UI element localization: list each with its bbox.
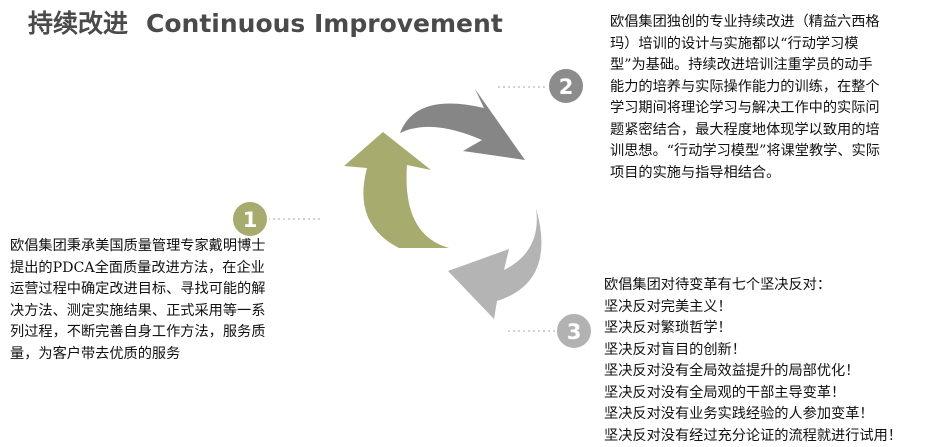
principle-item: 坚决反对完美主义！ (604, 297, 942, 319)
principle-item: 坚决反对繁琐哲学！ (604, 318, 942, 340)
step-badge-2: 2 (548, 68, 584, 104)
step-badge-1: 1 (232, 201, 268, 237)
cycle-arrow-olive (344, 132, 449, 248)
cycle-arrow-dark-gray (400, 89, 525, 160)
step-badge-3: 3 (556, 313, 592, 349)
principle-item: 坚决反对没有全局效益提升的局部优化！ (604, 361, 942, 383)
step-number-3: 3 (567, 320, 582, 344)
cycle-arrow-light-gray (448, 208, 541, 319)
principle-item: 坚决反对没有全局观的干部主导变革！ (604, 383, 942, 405)
step-number-2: 2 (559, 75, 574, 99)
step-number-1: 1 (243, 208, 258, 232)
principle-item: 坚决反对没有业务实践经验的人参加变革！ (604, 404, 942, 426)
principles-heading: 欧倡集团对待变革有七个坚决反对： (604, 275, 942, 297)
step3-description: 欧倡集团对待变革有七个坚决反对： 坚决反对完美主义！ 坚决反对繁琐哲学！ 坚决反… (604, 275, 942, 447)
principle-item: 坚决反对没有经过充分论证的流程就进行试用！ (604, 426, 942, 447)
principle-item: 坚决反对盲目的创新！ (604, 340, 942, 362)
step2-description: 欧倡集团独创的专业持续改进（精益六西格玛）培训的设计与实施都以“行动学习模型”为… (610, 12, 886, 184)
step1-description: 欧倡集团秉承美国质量管理专家戴明博士提出的PDCA全面质量改进方法，在企业运营过… (10, 236, 268, 365)
